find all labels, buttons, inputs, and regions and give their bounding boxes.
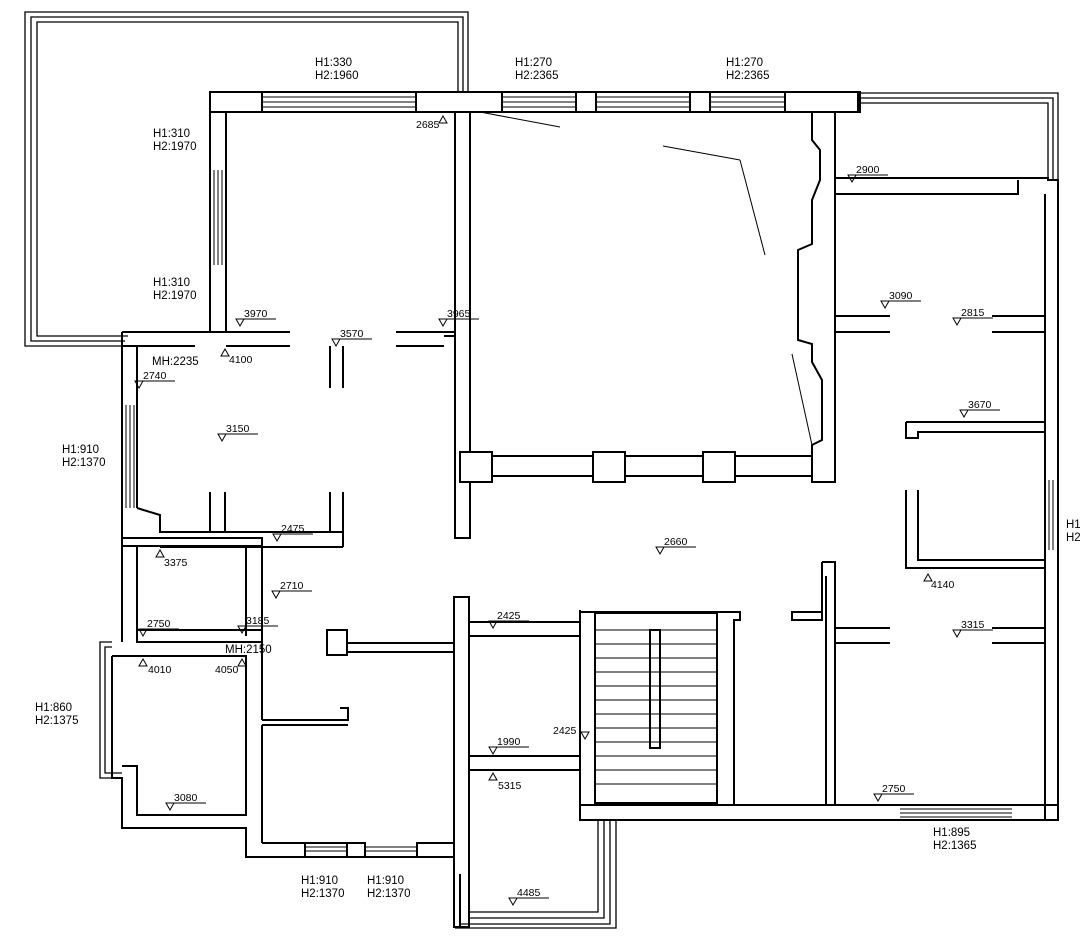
- elevation-triangle-icon: [873, 793, 883, 803]
- window-label-h1: H1:910: [301, 875, 338, 887]
- window-label-h2: H2: [1066, 532, 1080, 544]
- window-label-h1: H1:910: [62, 444, 99, 456]
- elevation-triangle-icon: [155, 548, 165, 558]
- elevation-triangle-icon: [235, 318, 245, 328]
- elevation-value: 3670: [968, 399, 992, 411]
- window-label-h2: H2:1370: [301, 888, 344, 900]
- elevation-value: 4050: [215, 664, 239, 676]
- balcony-outline: [858, 92, 1059, 180]
- elevation-value: 3150: [226, 423, 250, 435]
- terrace-outline: [24, 11, 469, 347]
- walls: [111, 91, 1059, 928]
- elevation-value: 2750: [147, 618, 171, 630]
- elevation-triangle-icon: [438, 318, 448, 328]
- window-label-h1: H1:910: [367, 875, 404, 887]
- window-label-h2: H2:1370: [62, 457, 105, 469]
- window-labels: H1:330 H2:1960 H1:270 H2:2365 H1:270 H2:…: [35, 57, 1080, 900]
- elevation-triangle-icon: [271, 590, 281, 600]
- elevation-triangle-icon: [880, 300, 890, 310]
- elevation-value: 4100: [229, 354, 253, 366]
- mh-label: MH:2150: [225, 644, 272, 656]
- elevation-triangle-icon: [165, 802, 175, 812]
- elevation-triangle-icon: [138, 657, 148, 667]
- elevation-triangle-icon: [272, 533, 282, 543]
- window-label-h1: H1:270: [726, 57, 763, 69]
- elevation-triangle-icon: [952, 317, 962, 327]
- window-label-h2: H2:2365: [515, 70, 558, 82]
- elevation-value: 4010: [148, 664, 172, 676]
- elevation-value: 2685: [416, 119, 440, 131]
- window-label-h2: H2:1365: [933, 840, 976, 852]
- window-label-h2: H2:2365: [726, 70, 769, 82]
- elevation-value: 2425: [553, 725, 577, 737]
- elevation-value: 3315: [961, 619, 985, 631]
- elevation-value: 3090: [889, 290, 913, 302]
- elevation-value: 2425: [497, 610, 521, 622]
- window-label-h1: H1:270: [515, 57, 552, 69]
- window-label-h1: H1:895: [933, 827, 970, 839]
- window-label-h1: H1:310: [153, 128, 190, 140]
- elevation-value: 2660: [664, 536, 688, 548]
- mh-label: MH:2235: [152, 356, 199, 368]
- elevation-value: 1990: [497, 736, 521, 748]
- elevation-value: 3375: [164, 557, 188, 569]
- elevation-value: 2740: [143, 370, 167, 382]
- elevation-value: 3970: [244, 308, 268, 320]
- elevation-value: 3080: [174, 792, 198, 804]
- elevation-triangle-icon: [220, 347, 230, 357]
- elevation-triangle-icon: [488, 771, 498, 781]
- elevation-triangle-icon: [508, 897, 518, 907]
- elevation-triangle-icon: [959, 409, 969, 419]
- window-label-h2: H2:1375: [35, 715, 78, 727]
- elevation-value: 2750: [882, 783, 906, 795]
- window-label-h2: H2:1970: [153, 290, 196, 302]
- elevation-triangle-icon: [952, 629, 962, 639]
- elevation-value: 2475: [281, 523, 305, 535]
- elevation-triangle-icon: [438, 114, 448, 124]
- window-label-h2: H2:1960: [315, 70, 358, 82]
- elevation-triangle-icon: [923, 572, 933, 582]
- elevation-value: 2815: [961, 307, 985, 319]
- elevation-value: 5315: [498, 780, 522, 792]
- window-label-h2: H2:1370: [367, 888, 410, 900]
- window-label-h1: H1:860: [35, 702, 72, 714]
- elevation-triangle-icon: [580, 731, 590, 741]
- elevation-triangle-icon: [237, 657, 247, 667]
- elevation-value: 3185: [246, 615, 270, 627]
- window-label-h2: H2:1970: [153, 141, 196, 153]
- elevation-value: 3570: [340, 328, 364, 340]
- elevation-value: 4140: [931, 579, 955, 591]
- elevation-triangle-icon: [331, 338, 341, 348]
- bottom-balcony-outline: [455, 820, 617, 929]
- elevation-markers: 2685 2900 3970 3965 4100 3570 3090 2815 2740 3150…: [134, 114, 1000, 907]
- window-label-h1: H1:310: [153, 277, 190, 289]
- elevation-value: 2710: [280, 580, 304, 592]
- elevation-value: 2900: [856, 164, 880, 176]
- elevation-triangle-icon: [488, 746, 498, 756]
- window-label-h1: H1: [1066, 519, 1080, 531]
- window-label-h1: H1:330: [315, 57, 352, 69]
- elevation-value: 3965: [447, 308, 471, 320]
- elevation-triangle-icon: [217, 433, 227, 443]
- elevation-value: 4485: [517, 887, 541, 899]
- elevation-triangle-icon: [655, 546, 665, 556]
